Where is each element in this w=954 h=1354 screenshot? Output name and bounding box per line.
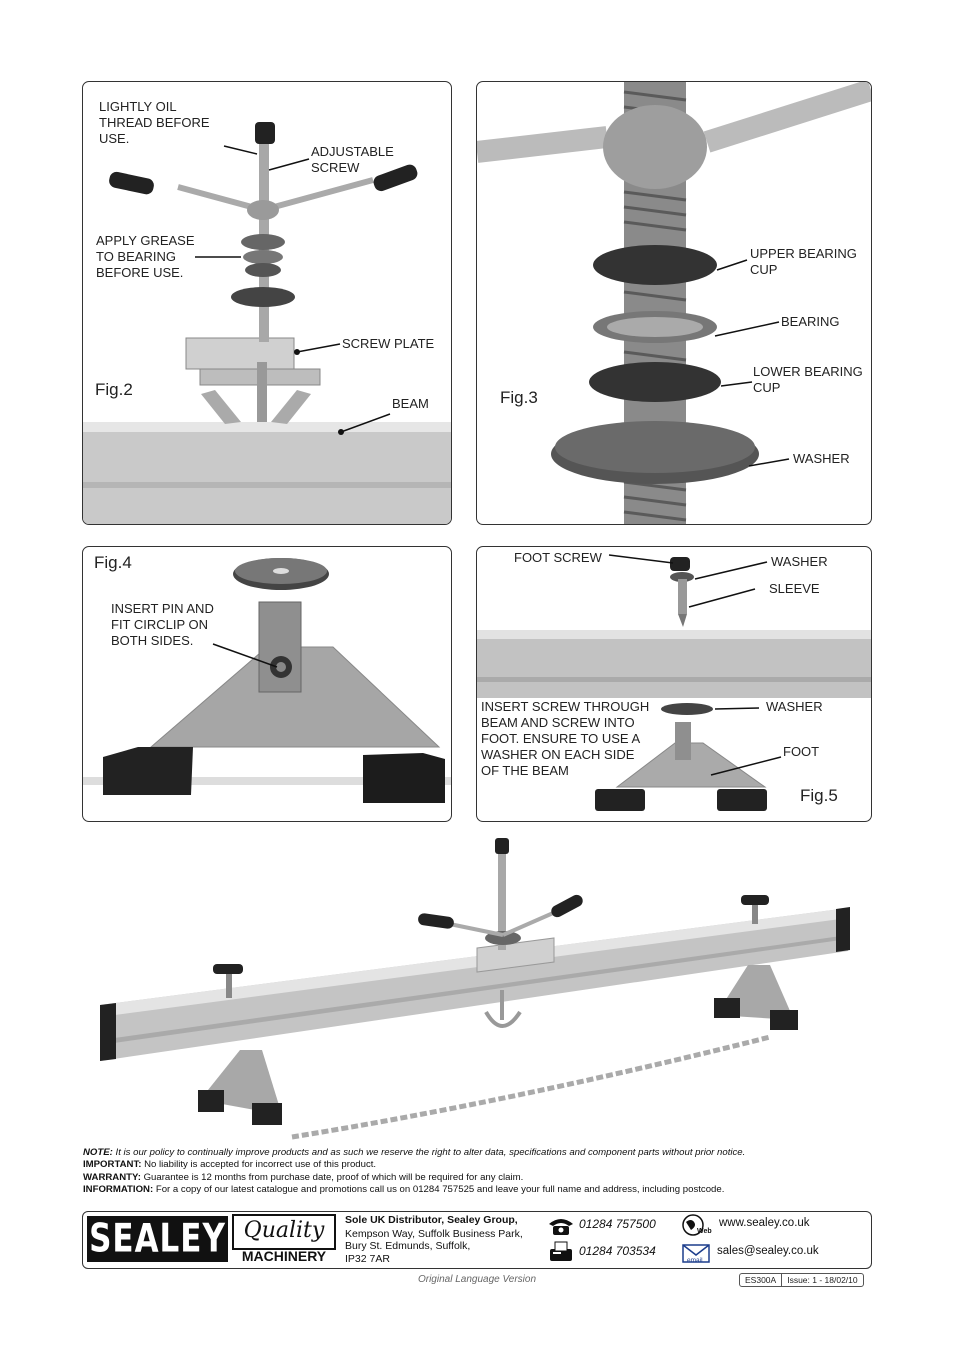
note-line: NOTE: It is our policy to continually im… xyxy=(83,1147,873,1159)
fig5-panel: FOOT SCREW WASHER SLEEVE INSERT SCREW TH… xyxy=(476,546,872,822)
fig2-title: Fig.2 xyxy=(95,380,133,399)
phone-number[interactable]: 01284 757500 xyxy=(579,1217,656,1231)
web-link[interactable]: www.sealey.co.uk xyxy=(719,1217,810,1229)
fig3-label-bearing: BEARING xyxy=(781,314,840,329)
fig2-label-screw-plate: SCREW PLATE xyxy=(342,336,435,351)
footer: SEALEY Quality MACHINERY Sole UK Distrib… xyxy=(82,1211,872,1269)
fig2-panel: LIGHTLY OIL THREAD BEFORE USE. ADJUSTABL… xyxy=(82,81,452,525)
notes-block: NOTE: It is our policy to continually im… xyxy=(83,1147,873,1197)
important-label: IMPORTANT: xyxy=(83,1159,142,1171)
machinery-logo-text: MACHINERY xyxy=(241,1248,327,1264)
language-version: Original Language Version xyxy=(417,1274,537,1285)
email-link[interactable]: sales@sealey.co.uk xyxy=(717,1245,819,1257)
fax-icon xyxy=(550,1241,572,1261)
quality-logo-text: Quality xyxy=(232,1214,336,1250)
address-line-1: Kempson Way, Suffolk Business Park, xyxy=(345,1228,523,1240)
quality-machinery-logo: Quality MACHINERY xyxy=(232,1214,336,1264)
fig2-label-adjustable-screw: ADJUSTABLE SCREW xyxy=(311,144,394,175)
web-globe-icon xyxy=(682,1214,704,1236)
fig2-illustration xyxy=(83,122,451,524)
fig5-label-foot-screw: FOOT SCREW xyxy=(514,550,602,565)
fig5-label-washer-top: WASHER xyxy=(771,554,828,569)
product-code: ES300A xyxy=(745,1275,777,1285)
address-line-3: IP32 7AR xyxy=(345,1253,390,1265)
information-label: INFORMATION: xyxy=(83,1184,154,1196)
fig3-title: Fig.3 xyxy=(500,388,538,407)
fig4-label-insert-pin: INSERT PIN AND FIT CIRCLIP ON BOTH SIDES… xyxy=(111,601,214,648)
fig5-label-foot: FOOT xyxy=(783,744,820,759)
address-line-2: Bury St. Edmunds, Suffolk, xyxy=(345,1240,471,1252)
sealey-logo-text: SEALEY xyxy=(89,1216,226,1262)
fig3-label-upper-bearing-cup: UPPER BEARING CUP xyxy=(750,246,857,277)
fig2-label-grease: APPLY GREASE TO BEARING BEFORE USE. xyxy=(96,233,195,280)
web-icon-text: Web xyxy=(697,1228,712,1235)
phone-icon xyxy=(549,1219,573,1235)
warranty-label: WARRANTY: xyxy=(83,1171,141,1183)
fig4-title: Fig.4 xyxy=(94,553,132,572)
sealey-logo: SEALEY xyxy=(87,1216,228,1262)
note-label: NOTE: xyxy=(83,1147,113,1158)
note-text: It is our policy to continually improve … xyxy=(112,1147,746,1158)
fig3-label-washer: WASHER xyxy=(793,451,850,466)
fig4-illustration xyxy=(83,558,451,803)
issue-date: Issue: 1 - 18/02/10 xyxy=(781,1274,862,1286)
warranty-line: WARRANTY: Guarantee is 12 months from pu… xyxy=(83,1172,873,1184)
fig3-panel: UPPER BEARING CUP BEARING LOWER BEARING … xyxy=(476,81,872,525)
fig2-label-oil: LIGHTLY OIL THREAD BEFORE USE. xyxy=(99,99,210,146)
distributor-name: Sole UK Distributor, Sealey Group, xyxy=(345,1214,518,1226)
fig4-panel: Fig.4 INSERT PIN AND FIT CIRCLIP ON BOTH… xyxy=(82,546,452,822)
fig5-title: Fig.5 xyxy=(800,786,838,805)
fig5-label-insert-screw: INSERT SCREW THROUGH BEAM AND SCREW INTO… xyxy=(481,699,650,778)
fig3-illustration xyxy=(477,82,871,524)
fig5-illustration xyxy=(477,554,871,811)
fig2-label-beam: BEAM xyxy=(392,396,429,411)
email-envelope-icon xyxy=(682,1244,710,1263)
fig3-label-lower-bearing-cup: LOWER BEARING CUP xyxy=(753,364,863,395)
important-line: IMPORTANT: No liability is accepted for … xyxy=(83,1159,873,1171)
issue-box: ES300A Issue: 1 - 18/02/10 xyxy=(739,1273,864,1287)
email-icon-text: email xyxy=(687,1257,703,1264)
important-text: No liability is accepted for incorrect u… xyxy=(141,1159,377,1171)
information-line: INFORMATION: For a copy of our latest ca… xyxy=(83,1184,873,1196)
information-text: For a copy of our latest catalogue and p… xyxy=(153,1184,725,1196)
fig5-label-sleeve: SLEEVE xyxy=(769,581,820,596)
fig5-label-washer-bottom: WASHER xyxy=(766,699,823,714)
warranty-text: Guarantee is 12 months from purchase dat… xyxy=(140,1171,524,1183)
fax-number[interactable]: 01284 703534 xyxy=(579,1244,656,1258)
